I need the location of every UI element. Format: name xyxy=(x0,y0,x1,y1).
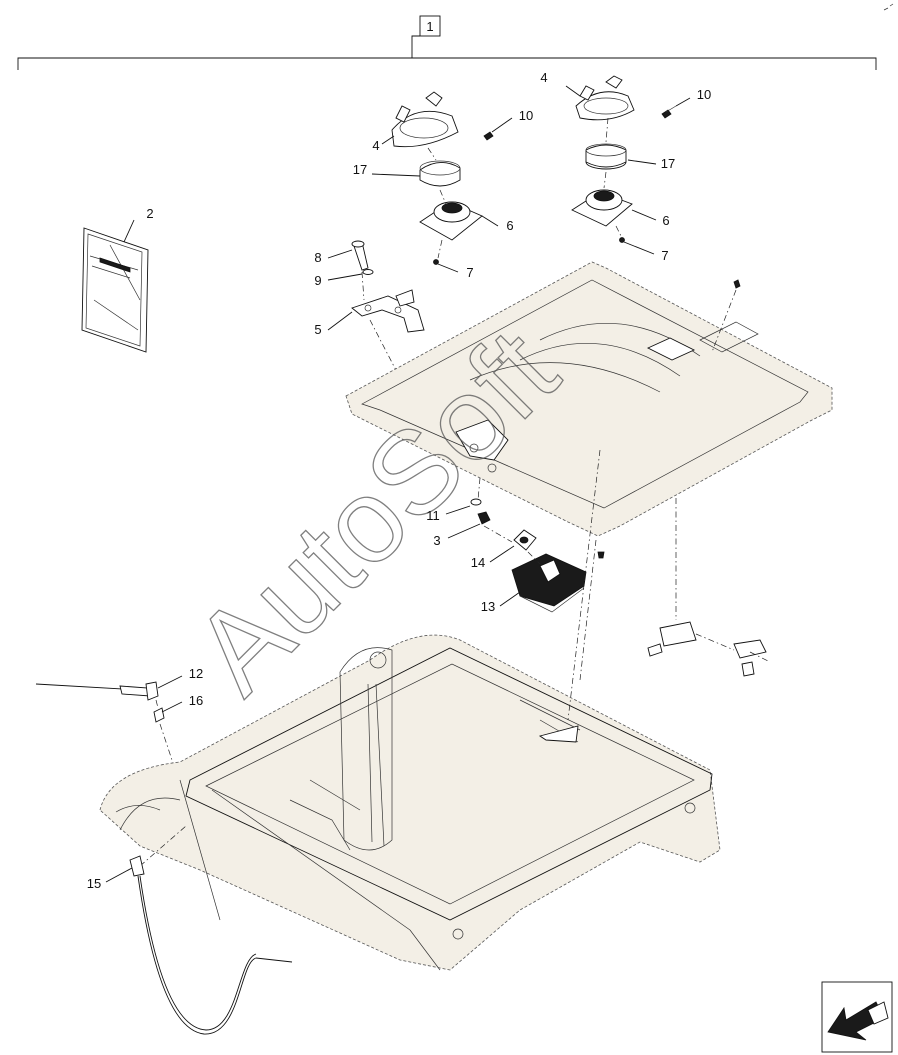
callout-5: 5 xyxy=(314,322,321,337)
centerline-cable xyxy=(139,825,187,867)
speaker-cover-left xyxy=(371,160,461,187)
centerline-light xyxy=(477,477,541,565)
antenna-clip-16 xyxy=(153,701,183,723)
connector-harness xyxy=(647,621,771,677)
assembly-bracket: 1 xyxy=(17,15,877,70)
antenna-cable-15 xyxy=(105,855,293,1035)
navigation-arrow-icon[interactable] xyxy=(821,981,893,1053)
nut-7-left xyxy=(433,259,459,273)
screw-10-left xyxy=(483,117,513,141)
washer-11 xyxy=(445,498,482,515)
callout-10-right: 10 xyxy=(697,87,711,102)
speaker-right xyxy=(571,189,657,227)
screw-10-right xyxy=(661,97,691,119)
nut-7-right xyxy=(619,237,655,255)
speaker-left xyxy=(419,201,499,241)
callouts: 2 3 4 4 5 6 6 7 7 8 9 10 10 11 12 13 14 … xyxy=(87,70,711,891)
screw-roof-bottom xyxy=(597,551,605,559)
callout-16: 16 xyxy=(189,693,203,708)
centerline-roof xyxy=(675,289,737,620)
callout-4-left: 4 xyxy=(372,138,379,153)
clip-14 xyxy=(489,529,537,563)
assembly-label: 1 xyxy=(426,19,433,34)
callout-2: 2 xyxy=(146,206,153,221)
callout-10-left: 10 xyxy=(519,108,533,123)
callout-12: 12 xyxy=(189,666,203,681)
callout-6-right: 6 xyxy=(662,213,669,228)
centerline-right-stack xyxy=(603,117,623,239)
centerline-frame xyxy=(567,449,601,721)
callout-3: 3 xyxy=(433,533,440,548)
washer-9 xyxy=(327,269,374,281)
antenna-12 xyxy=(35,675,183,701)
speaker-grille-right xyxy=(565,75,635,121)
callout-8: 8 xyxy=(314,250,321,265)
callout-17-left: 17 xyxy=(353,162,367,177)
pin-roof xyxy=(733,279,741,289)
cab-frame xyxy=(99,634,721,971)
light-lens-13 xyxy=(499,553,587,613)
callout-4-right: 4 xyxy=(540,70,547,85)
callout-6-left: 6 xyxy=(506,218,513,233)
callout-17-right: 17 xyxy=(661,156,675,171)
callout-9: 9 xyxy=(314,273,321,288)
manual-booklet xyxy=(81,219,149,353)
callout-13: 13 xyxy=(481,599,495,614)
roof-panel xyxy=(345,261,833,537)
callout-7-left: 7 xyxy=(466,265,473,280)
callout-14: 14 xyxy=(471,555,485,570)
mounting-bracket xyxy=(327,289,425,333)
callout-7-right: 7 xyxy=(661,248,668,263)
speaker-grille-left xyxy=(381,91,459,148)
bolt-8 xyxy=(327,240,369,271)
centerline-left-stack xyxy=(427,147,447,259)
corner-mark xyxy=(883,3,894,11)
callout-11: 11 xyxy=(426,508,440,523)
callout-15: 15 xyxy=(87,876,101,891)
speaker-cover-right xyxy=(585,143,657,170)
nut-3 xyxy=(447,511,491,539)
